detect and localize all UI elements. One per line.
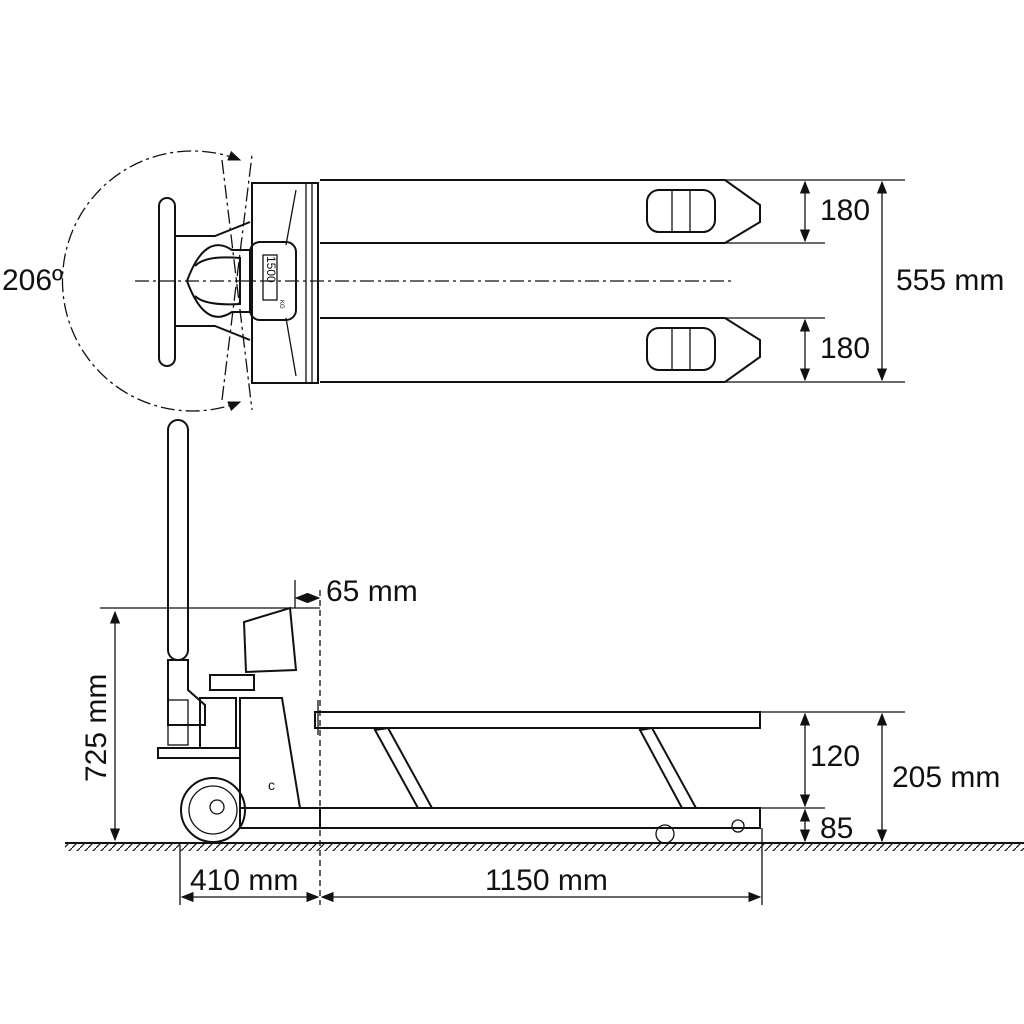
fork-width-label-bottom: 180 — [820, 332, 870, 365]
raised-height-label: 205 mm — [892, 761, 1000, 794]
overall-height-label: 725 mm — [80, 674, 113, 782]
handle-bar — [167, 419, 189, 661]
offset-label: 65 mm — [326, 575, 418, 608]
handle-grip-top — [158, 197, 176, 367]
lift-link-1 — [373, 726, 434, 809]
steer-angle-label: 206º — [2, 264, 63, 297]
fork-platform — [314, 711, 761, 729]
load-roller-bottom — [646, 327, 716, 371]
spring — [167, 699, 189, 746]
steering-arc — [61, 150, 242, 412]
chassis-top — [251, 182, 319, 384]
steer-wheel — [180, 777, 246, 843]
scale-badge: 1500 — [264, 256, 278, 283]
load-roller-top — [646, 189, 716, 233]
svg-text:c: c — [268, 777, 275, 793]
lift-link-2 — [638, 726, 698, 809]
lift-label: 120 — [810, 740, 860, 773]
side-view: c 725 mm 65 mm 120 85 205 mm 410 mm 1150… — [65, 419, 1024, 905]
fork-width-label-top: 180 — [820, 194, 870, 227]
overall-width-label: 555 mm — [896, 264, 1004, 297]
chassis-base — [239, 807, 321, 829]
ground — [65, 843, 1024, 851]
lowered-height-label: 85 — [820, 812, 853, 845]
fork-base — [319, 807, 761, 829]
scale-display — [249, 241, 297, 321]
fork-length-label: 1150 mm — [485, 864, 608, 897]
load-wheel — [655, 824, 675, 844]
svg-text:KG: KG — [278, 300, 284, 309]
head-length-label: 410 mm — [190, 864, 298, 897]
top-view: 1500 KG 206º 180 180 555 mm — [2, 150, 1004, 412]
scale-head-side — [242, 606, 298, 674]
